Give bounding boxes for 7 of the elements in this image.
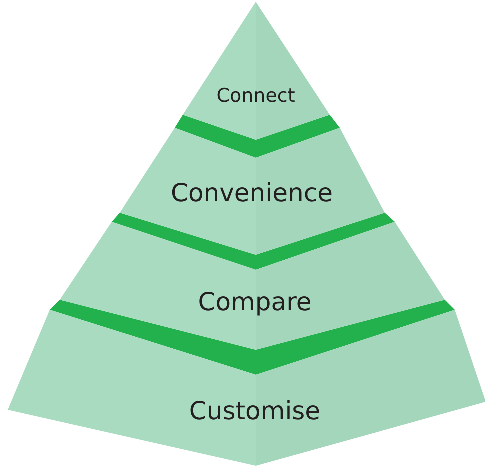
pyramid-tier — [60, 222, 445, 350]
tier-label: Convenience — [171, 178, 333, 208]
pyramid-tier — [183, 2, 330, 140]
tier-label: Connect — [216, 85, 296, 107]
tier-label: Compare — [198, 288, 312, 316]
pyramid-tier — [120, 128, 385, 255]
tier-label: Customise — [189, 396, 321, 426]
